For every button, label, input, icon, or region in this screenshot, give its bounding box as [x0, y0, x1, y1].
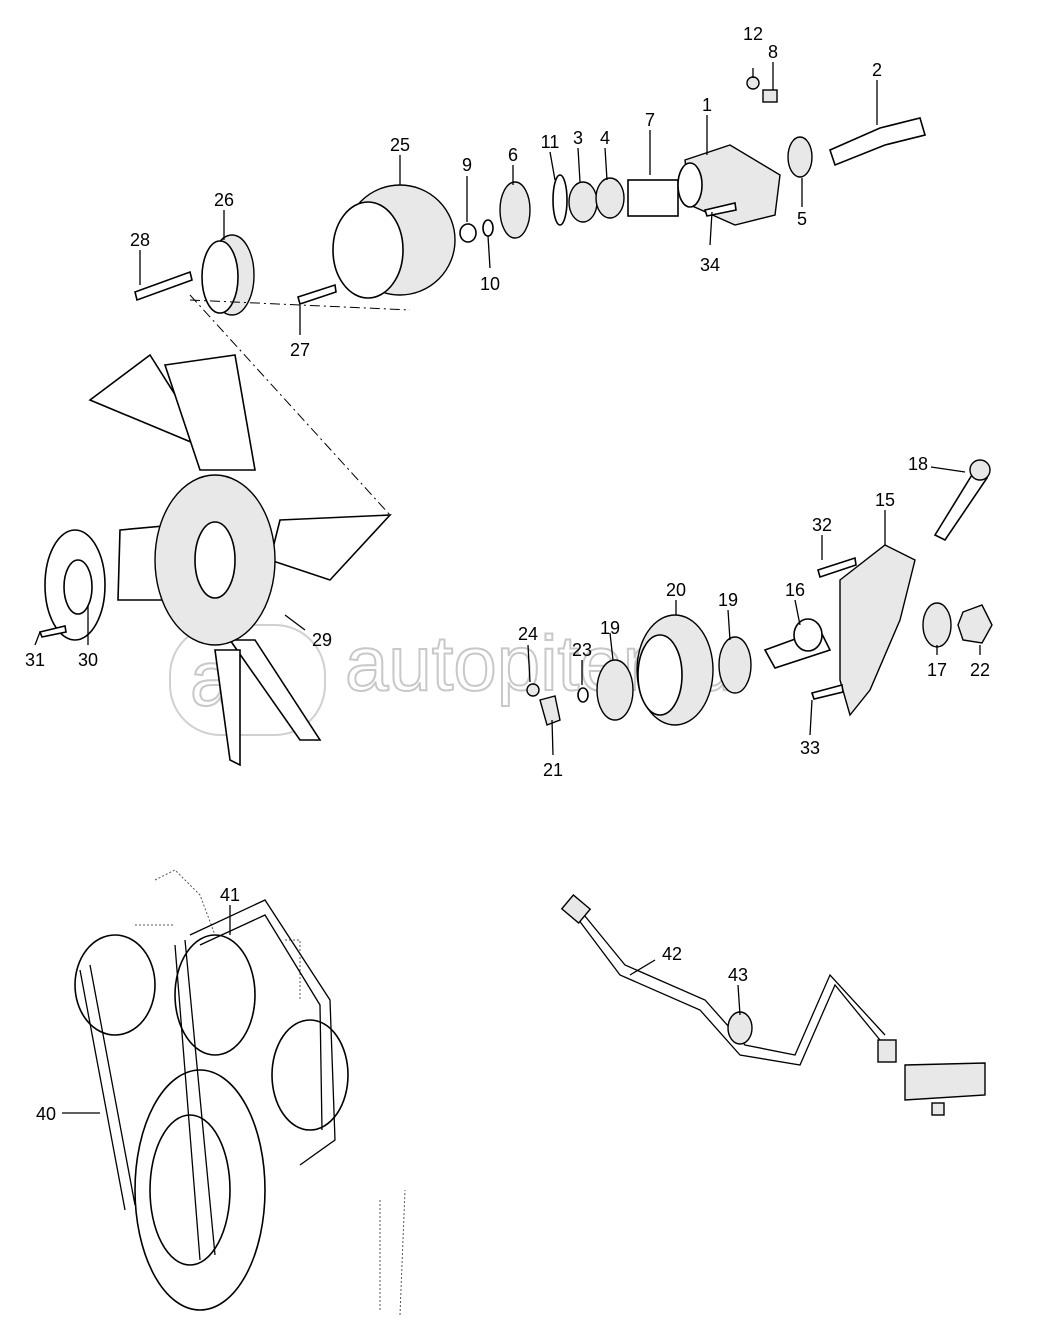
callout-28: 28 [130, 230, 150, 250]
callout-16: 16 [785, 580, 805, 600]
callout-2: 2 [872, 60, 882, 80]
callout-1: 1 [702, 95, 712, 115]
callout-20: 20 [666, 580, 686, 600]
callout-24: 24 [518, 624, 538, 644]
callout-32: 32 [812, 515, 832, 535]
callout-25: 25 [390, 135, 410, 155]
callout-30: 30 [78, 650, 98, 670]
callout-33: 33 [800, 738, 820, 758]
callout-5: 5 [797, 209, 807, 229]
callout-42: 42 [662, 944, 682, 964]
fan [38, 353, 392, 767]
upper-assembly [134, 76, 927, 516]
callout-41: 41 [220, 885, 240, 905]
callout-12: 12 [743, 24, 763, 44]
callout-40: 40 [36, 1104, 56, 1124]
callout-6: 6 [508, 145, 518, 165]
callout-21: 21 [543, 760, 563, 780]
callout-9: 9 [462, 155, 472, 175]
callout-19b: 19 [600, 618, 620, 638]
callout-10: 10 [480, 274, 500, 294]
callout-7: 7 [645, 110, 655, 130]
callout-3: 3 [573, 128, 583, 148]
callout-22: 22 [970, 660, 990, 680]
callout-11: 11 [541, 132, 560, 152]
callout-29: 29 [312, 630, 332, 650]
tensioner-assembly [526, 459, 993, 726]
callout-17: 17 [927, 660, 947, 680]
belt-drive [74, 869, 406, 1316]
callout-8: 8 [768, 42, 778, 62]
callout-31: 31 [25, 650, 45, 670]
callout-19: 19 [718, 590, 738, 610]
callout-27: 27 [290, 340, 310, 360]
callout-4: 4 [600, 128, 610, 148]
callout-26: 26 [214, 190, 234, 210]
callout-43: 43 [728, 965, 748, 985]
pipe-assembly [560, 894, 986, 1116]
callout-34: 34 [700, 255, 720, 275]
callout-23: 23 [572, 640, 592, 660]
callout-labels: 12 8 2 1 25 9 6 11 3 4 7 26 28 5 34 10 2… [25, 24, 990, 1124]
callout-15: 15 [875, 490, 895, 510]
callout-18: 18 [908, 454, 928, 474]
